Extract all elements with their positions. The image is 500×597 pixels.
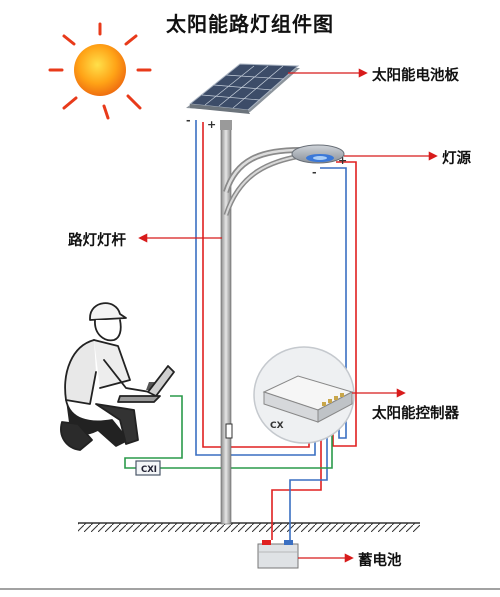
ground	[78, 522, 420, 532]
solar-panel-label: 太阳能电池板	[372, 68, 459, 84]
lamp-head-icon	[291, 144, 345, 164]
controller-icon	[146, 346, 355, 444]
diagram-title: 太阳能路灯组件图	[166, 12, 334, 36]
sun-icon	[48, 22, 152, 120]
battery-icon	[257, 540, 299, 569]
lamp-plus-mark: +	[338, 154, 347, 167]
battery-label: 蓄电池	[358, 553, 402, 569]
controller-model-text: CX	[270, 421, 284, 431]
lamp-source-label: 灯源	[442, 151, 471, 167]
panel-minus-mark: -	[186, 114, 191, 127]
lamp-pole-label: 路灯灯杆	[68, 233, 126, 249]
technician-with-laptop-icon	[60, 302, 175, 451]
lamp-minus-mark: -	[312, 166, 317, 179]
adapter-text: CXI	[141, 465, 157, 475]
label-arrows	[138, 68, 438, 563]
panel-plus-mark: +	[207, 118, 216, 131]
usb-adapter-icon	[135, 460, 161, 476]
solar-controller-label: 太阳能控制器	[372, 406, 459, 422]
street-lamp-pole	[220, 120, 301, 525]
solar-panel-icon	[186, 63, 300, 114]
